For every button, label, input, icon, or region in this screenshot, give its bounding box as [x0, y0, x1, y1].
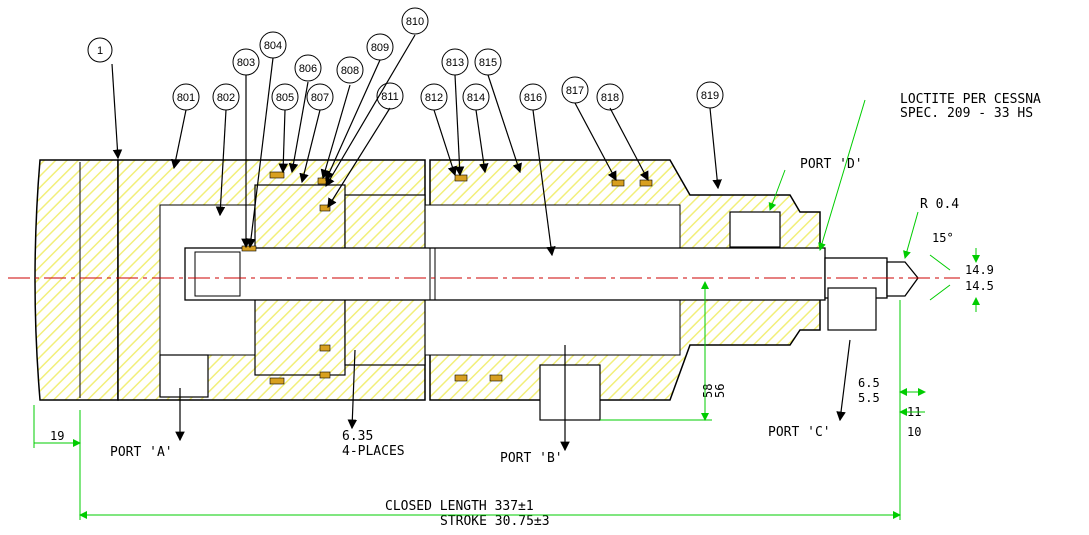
callout-number: 813	[446, 57, 464, 69]
dim-19-label: 19	[50, 429, 64, 443]
callout-number: 808	[341, 65, 359, 77]
callout-number: 806	[299, 63, 317, 75]
closed-length-label: CLOSED LENGTH 337±1	[385, 499, 534, 514]
callout-number: 811	[381, 91, 399, 103]
callout-number: 805	[276, 92, 294, 104]
radius-label: R 0.4	[920, 197, 959, 212]
port-b-label: PORT 'B'	[500, 451, 563, 466]
callout-bubble-809: 809	[366, 33, 394, 61]
callout-bubble-816: 816	[519, 83, 547, 111]
stroke-label: STROKE 30.75±3	[440, 514, 550, 529]
callout-bubble-802: 802	[212, 83, 240, 111]
callout-number: 817	[566, 85, 584, 97]
callout-number: 1	[97, 45, 103, 57]
callout-bubble-815: 815	[474, 48, 502, 76]
callout-bubble-801: 801	[172, 83, 200, 111]
callout-bubble-818: 818	[596, 83, 624, 111]
dia-top-label: 14.9	[965, 263, 994, 277]
port-c-label: PORT 'C'	[768, 425, 831, 440]
callout-bubble-808: 808	[336, 56, 364, 84]
loctite-line2: SPEC. 209 - 33 HS	[900, 106, 1033, 121]
callout-circle	[336, 56, 364, 84]
dia-bottom-label: 14.5	[965, 279, 994, 293]
callout-number: 815	[479, 57, 497, 69]
callout-bubble-812: 812	[420, 83, 448, 111]
loctite-line1: LOCTITE PER CESSNA	[900, 92, 1041, 107]
port-a-label: PORT 'A'	[110, 445, 173, 460]
callout-circle	[401, 7, 429, 35]
annotations: LOCTITE PER CESSNA SPEC. 209 - 33 HS POR…	[50, 92, 1041, 529]
dim-55-label: 5.5	[858, 391, 880, 405]
callout-number: 804	[264, 40, 282, 52]
angle-label: 15°	[932, 231, 954, 245]
callout-number: 819	[701, 90, 719, 102]
callout-circle	[294, 54, 322, 82]
callout-bubble-806: 806	[294, 54, 322, 82]
callout-bubble-811: 811	[376, 82, 404, 110]
callout-bubble-803: 803	[232, 48, 260, 76]
callout-number: 803	[237, 57, 255, 69]
dim-56-label: 56	[713, 384, 727, 398]
callout-bubble-1: 1	[87, 37, 113, 63]
callout-number: 801	[177, 92, 195, 104]
callout-circle	[596, 83, 624, 111]
leader-lines	[111, 34, 851, 452]
callout-number: 814	[467, 92, 485, 104]
callout-bubble-819: 819	[696, 81, 724, 109]
callout-bubble-804: 804	[259, 31, 287, 59]
callout-circle	[87, 37, 113, 63]
callout-number: 812	[425, 92, 443, 104]
dimension-lines	[33, 99, 980, 520]
callout-number: 810	[406, 16, 424, 28]
port-d-label: PORT 'D'	[800, 157, 863, 172]
callout-bubble-810: 810	[401, 7, 429, 35]
callout-bubble-805: 805	[271, 83, 299, 111]
dim-65-label: 6.5	[858, 376, 880, 390]
callout-number: 818	[601, 92, 619, 104]
callout-number: 802	[217, 92, 235, 104]
callout-bubble-807: 807	[306, 83, 334, 111]
callout-bubble-817: 817	[561, 76, 589, 104]
hole-places-label: 4-PLACES	[342, 444, 405, 459]
dim-10-label: 10	[907, 425, 921, 439]
cylinder-body	[34, 159, 919, 421]
callout-number: 816	[524, 92, 542, 104]
hole-size-label: 6.35	[342, 429, 373, 444]
callout-bubble-814: 814	[462, 83, 490, 111]
callout-number: 807	[311, 92, 329, 104]
callout-bubble-813: 813	[441, 48, 469, 76]
callout-number: 809	[371, 42, 389, 54]
